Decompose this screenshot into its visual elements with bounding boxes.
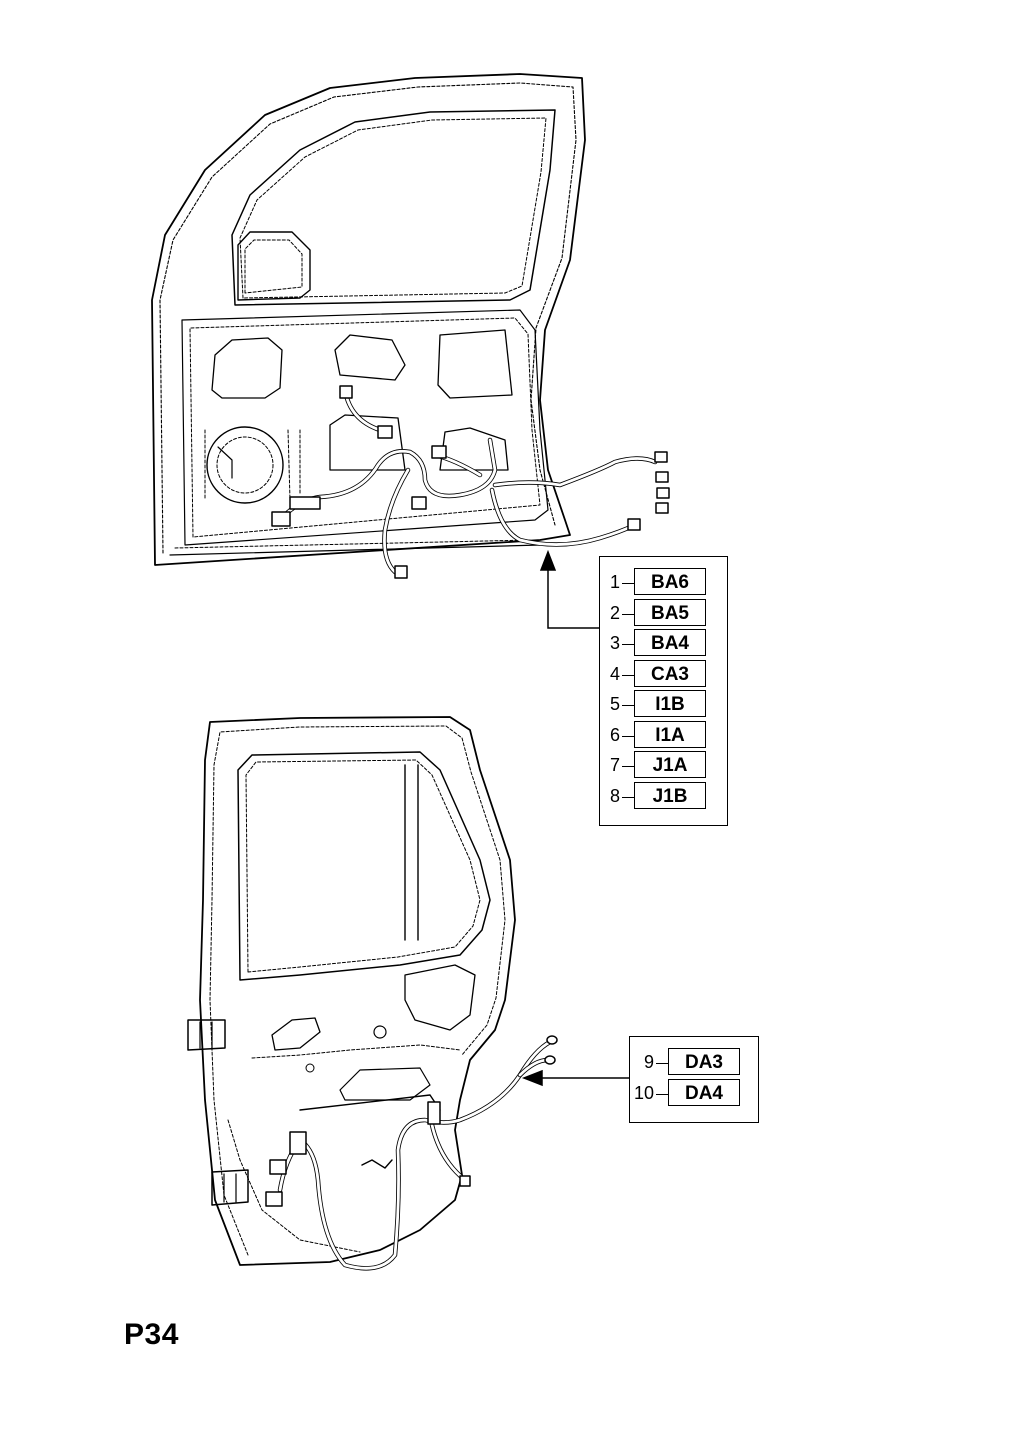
- legend-number: 2: [609, 602, 620, 623]
- rear-window-frame: [237, 751, 491, 981]
- legend-connector-code: J1A: [634, 751, 706, 778]
- rear-door-connector-legend: 9 DA3 10 DA4: [629, 1036, 759, 1123]
- legend-connector-code: DA3: [668, 1048, 740, 1075]
- legend-number: 3: [609, 633, 620, 653]
- legend-leader-line: [622, 674, 634, 676]
- front-door-illustration: [151, 73, 586, 566]
- legend-row: 7 J1A: [590, 750, 710, 780]
- rear-callout-arrowhead: [521, 1069, 543, 1087]
- legend-connector-code: DA4: [668, 1079, 740, 1106]
- legend-number: 7: [609, 755, 620, 775]
- legend-leader-line: [622, 613, 634, 615]
- legend-leader-line: [622, 735, 634, 737]
- front-door-outline: [151, 73, 586, 566]
- legend-number: 10: [633, 1083, 654, 1103]
- rear-door-illustration: [187, 716, 516, 1266]
- page-code: P34: [124, 1318, 179, 1351]
- legend-row: 9 DA3: [624, 1047, 744, 1077]
- legend-row: 5 I1B: [590, 689, 710, 719]
- front-door-wiring-harness: [271, 385, 670, 579]
- legend-number: 5: [609, 694, 620, 714]
- legend-leader-line: [622, 796, 634, 798]
- legend-number: 1: [609, 572, 620, 592]
- legend-row: 3 BA4: [590, 628, 710, 658]
- legend-leader-line: [622, 766, 634, 767]
- legend-number: 6: [609, 724, 620, 745]
- legend-number: 8: [609, 785, 620, 806]
- legend-row: 8 J1B: [590, 781, 710, 811]
- legend-connector-code: I1B: [634, 690, 706, 717]
- front-callout-arrowhead: [539, 549, 557, 571]
- legend-row: 4 CA3: [590, 659, 710, 689]
- legend-leader-line: [622, 644, 634, 645]
- legend-leader-line: [622, 583, 634, 584]
- rear-door-outline: [199, 716, 516, 1266]
- callout-arrows: [521, 549, 629, 1087]
- rear-door-wiring-harness: [265, 1035, 558, 1271]
- legend-connector-code: BA6: [634, 568, 706, 595]
- front-callout-arrow: [547, 568, 599, 629]
- legend-number: 9: [643, 1052, 654, 1072]
- legend-row: 6 I1A: [590, 720, 710, 750]
- legend-row: 1 BA6: [590, 567, 710, 597]
- legend-connector-code: BA5: [634, 598, 706, 626]
- speaker-opening: [206, 426, 284, 504]
- legend-connector-code: BA4: [634, 629, 706, 656]
- legend-leader-line: [656, 1094, 668, 1095]
- upper-hinge: [187, 1019, 226, 1051]
- legend-connector-code: CA3: [634, 659, 706, 687]
- front-door-connector-legend: 1 BA6 2 BA5 3 BA4 4 CA3 5 I1B 6 I1A 7 J1A 8 J1B: [599, 556, 728, 826]
- front-window-frame: [231, 109, 556, 306]
- legend-row: 2 BA5: [590, 598, 710, 628]
- lower-hinge: [211, 1169, 249, 1206]
- legend-connector-code: J1B: [634, 781, 706, 809]
- legend-leader-line: [622, 705, 634, 706]
- legend-number: 4: [609, 663, 620, 684]
- legend-row: 10 DA4: [624, 1078, 744, 1108]
- legend-leader-line: [656, 1063, 668, 1064]
- legend-connector-code: I1A: [634, 720, 706, 748]
